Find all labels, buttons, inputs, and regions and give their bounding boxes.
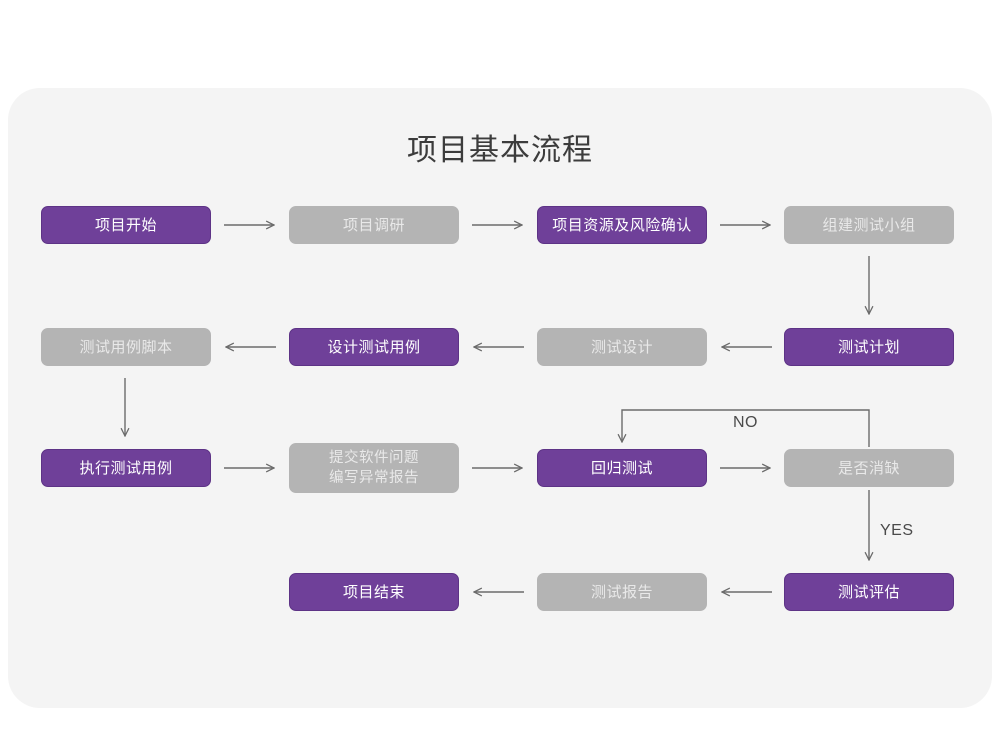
page-title: 项目基本流程 <box>407 134 593 167</box>
node-test-evaluation[interactable]: 测试评估 <box>784 573 954 611</box>
node-test-report[interactable]: 测试报告 <box>537 573 707 611</box>
diagram-panel <box>8 88 992 708</box>
node-regression-test[interactable]: 回归测试 <box>537 449 707 487</box>
node-test-case-script[interactable]: 测试用例脚本 <box>41 328 211 366</box>
node-resource-risk-confirm[interactable]: 项目资源及风险确认 <box>537 206 707 244</box>
node-submit-issue-report[interactable]: 提交软件问题 编写异常报告 <box>289 443 459 493</box>
node-defect-cleared[interactable]: 是否消缺 <box>784 449 954 487</box>
node-execute-test-case[interactable]: 执行测试用例 <box>41 449 211 487</box>
node-design-test-case[interactable]: 设计测试用例 <box>289 328 459 366</box>
node-test-plan[interactable]: 测试计划 <box>784 328 954 366</box>
node-project-research[interactable]: 项目调研 <box>289 206 459 244</box>
edge-label-yes: YES <box>880 522 914 539</box>
node-project-end[interactable]: 项目结束 <box>289 573 459 611</box>
node-project-start[interactable]: 项目开始 <box>41 206 211 244</box>
node-test-design[interactable]: 测试设计 <box>537 328 707 366</box>
edge-label-no: NO <box>733 414 758 431</box>
node-build-test-team[interactable]: 组建测试小组 <box>784 206 954 244</box>
